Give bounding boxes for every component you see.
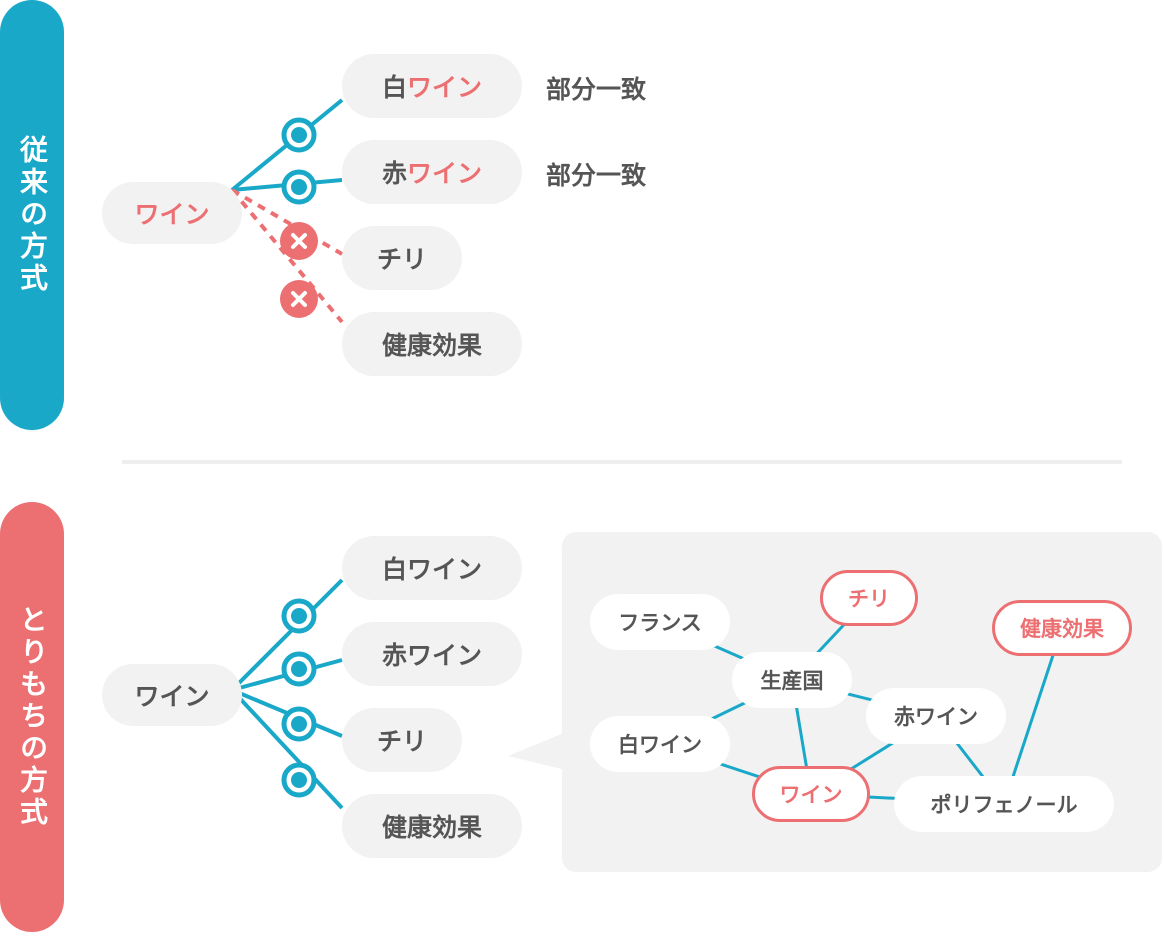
match-dot-icon (291, 661, 307, 677)
item-prefix: 白 (381, 73, 407, 102)
torimochi-root-pill: ワイン (102, 664, 242, 726)
cross-icon (291, 233, 307, 249)
traditional-item-health: 健康効果 (342, 312, 522, 376)
traditional-connectors (230, 98, 344, 324)
graph-node-france: フランス (590, 594, 730, 650)
partial-match-note: 部分一致 (546, 75, 647, 104)
torimochi-item-white-wine: 白ワイン (342, 536, 522, 600)
graph-node-health: 健康効果 (992, 600, 1132, 656)
item-prefix: 赤 (381, 159, 407, 188)
traditional-label: 従来の方式 (0, 0, 64, 430)
traditional-root-pill: ワイン (102, 182, 242, 244)
traditional-item-white-wine: 白ワイン (342, 54, 522, 118)
torimochi-item-red-wine: 赤ワイン (342, 622, 522, 686)
torimochi-connectors (230, 578, 344, 810)
match-dot-icon (291, 716, 307, 732)
match-dot-icon (291, 772, 307, 788)
graph-node-polyphenol: ポリフェノール (894, 776, 1114, 832)
torimochi-label: とりもちの方式 (0, 502, 64, 932)
graph-node-white-wine: 白ワイン (590, 716, 730, 772)
traditional-item-red-wine: 赤ワイン (342, 140, 522, 204)
graph-node-origin: 生産国 (732, 652, 852, 708)
callout-pointer (508, 732, 566, 770)
partial-match-note: 部分一致 (546, 161, 647, 190)
traditional-item-chile: チリ (342, 226, 462, 290)
connector-line (230, 688, 344, 810)
match-dot-icon (291, 179, 307, 195)
torimochi-item-chile: チリ (342, 708, 462, 772)
traditional-root-label: ワイン (134, 200, 210, 229)
cross-icon (291, 291, 307, 307)
item-highlight: ワイン (407, 73, 483, 102)
item-prefix: 健康効果 (381, 331, 482, 360)
torimochi-root-label: ワイン (134, 682, 210, 711)
graph-node-red-wine: 赤ワイン (866, 688, 1006, 744)
item-highlight: ワイン (407, 159, 483, 188)
connector-line (230, 188, 344, 256)
graph-node-wine: ワイン (752, 766, 870, 822)
graph-node-chile: チリ (820, 570, 918, 626)
item-prefix: チリ (376, 245, 427, 274)
graph-edge (1002, 627, 1064, 805)
connector-line (230, 578, 344, 692)
torimochi-item-health: 健康効果 (342, 794, 522, 858)
match-dot-icon (291, 127, 307, 143)
match-dot-icon (291, 608, 307, 624)
